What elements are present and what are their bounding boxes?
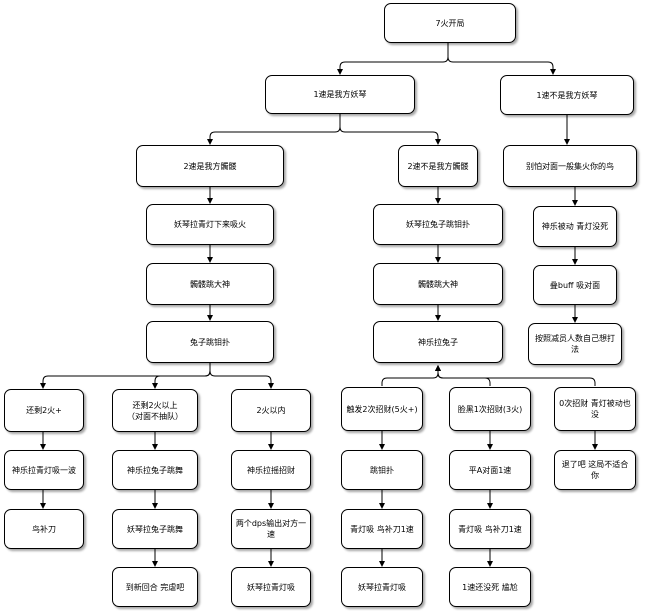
node-root: 7火开局 bbox=[384, 3, 516, 43]
node-left-2: 2速是我方髑髅 bbox=[136, 145, 284, 187]
node-branch3-2: 神乐拉摇招财 bbox=[231, 450, 311, 490]
node-branch5-2: 平A对面1速 bbox=[449, 450, 531, 490]
node-branch4-1: 触发2次招财(5火+) bbox=[341, 387, 423, 431]
edge-c4-m5 bbox=[381, 365, 441, 386]
node-mid-2: 2速不是我方髑髅 bbox=[398, 145, 478, 187]
node-right-4: 叠buff 吸对面 bbox=[533, 265, 617, 305]
node-branch2-2: 神乐拉兔子跳舞 bbox=[112, 450, 198, 490]
node-mid-5: 神乐拉兔子 bbox=[373, 321, 503, 363]
node-level1-left: 1速是我方妖琴 bbox=[265, 75, 415, 114]
node-branch5-1: 脸黑1次招财(3火) bbox=[449, 387, 531, 431]
node-branch1-3: 鸟补刀 bbox=[4, 509, 84, 549]
node-branch6-2: 退了吧 这局不适合你 bbox=[554, 450, 636, 490]
node-right-2: 别怕对面一般集火你的鸟 bbox=[503, 145, 637, 187]
edge-l1-m2 bbox=[339, 114, 441, 145]
node-branch1-2: 神乐拉青灯吸一波 bbox=[4, 450, 84, 490]
edge-l5-c3 bbox=[209, 363, 274, 389]
node-level1-right: 1速不是我方妖琴 bbox=[500, 75, 634, 115]
node-branch6-1: 0次招财 青灯被动也没 bbox=[554, 387, 636, 431]
node-branch2-1: 还剩2火以上 （对面不抽队） bbox=[112, 389, 198, 432]
node-right-3: 神乐被动 青灯没死 bbox=[533, 206, 617, 247]
node-branch5-4: 1速还没死 尴尬 bbox=[449, 567, 531, 607]
node-branch4-4: 妖琴拉青灯吸 bbox=[341, 567, 423, 607]
node-right-5: 按照减员人数自己想打法 bbox=[528, 323, 622, 365]
node-branch1-1: 还剩2火+ bbox=[4, 389, 84, 432]
node-branch5-3: 青灯吸 鸟补刀1速 bbox=[449, 509, 531, 549]
edge-l5-c2 bbox=[152, 363, 211, 389]
edge-l1-l2 bbox=[207, 114, 341, 145]
node-branch3-4: 妖琴拉青灯吸 bbox=[231, 567, 311, 607]
node-branch2-3: 妖琴拉兔子跳舞 bbox=[112, 509, 198, 549]
edge-root-r1 bbox=[447, 43, 556, 75]
node-left-3: 妖琴拉青灯下来吸火 bbox=[146, 204, 274, 245]
node-branch2-4: 到新回合 完虐吧 bbox=[112, 567, 198, 607]
edge-c5-m5 bbox=[435, 365, 491, 386]
node-branch3-3: 两个dps输出对方一速 bbox=[231, 509, 311, 549]
node-branch4-2: 跳钼扑 bbox=[341, 450, 423, 490]
node-branch3-1: 2火以内 bbox=[231, 389, 311, 432]
edge-root-l1 bbox=[337, 43, 449, 75]
node-mid-4: 髑髅跳大神 bbox=[373, 263, 503, 305]
edge-c6-m5 bbox=[435, 365, 596, 386]
node-left-5: 兔子跳钼扑 bbox=[146, 321, 274, 363]
node-branch4-3: 青灯吸 鸟补刀1速 bbox=[341, 509, 423, 549]
node-left-4: 髑髅跳大神 bbox=[146, 263, 274, 305]
node-mid-3: 妖琴拉兔子跳钼扑 bbox=[373, 204, 503, 245]
